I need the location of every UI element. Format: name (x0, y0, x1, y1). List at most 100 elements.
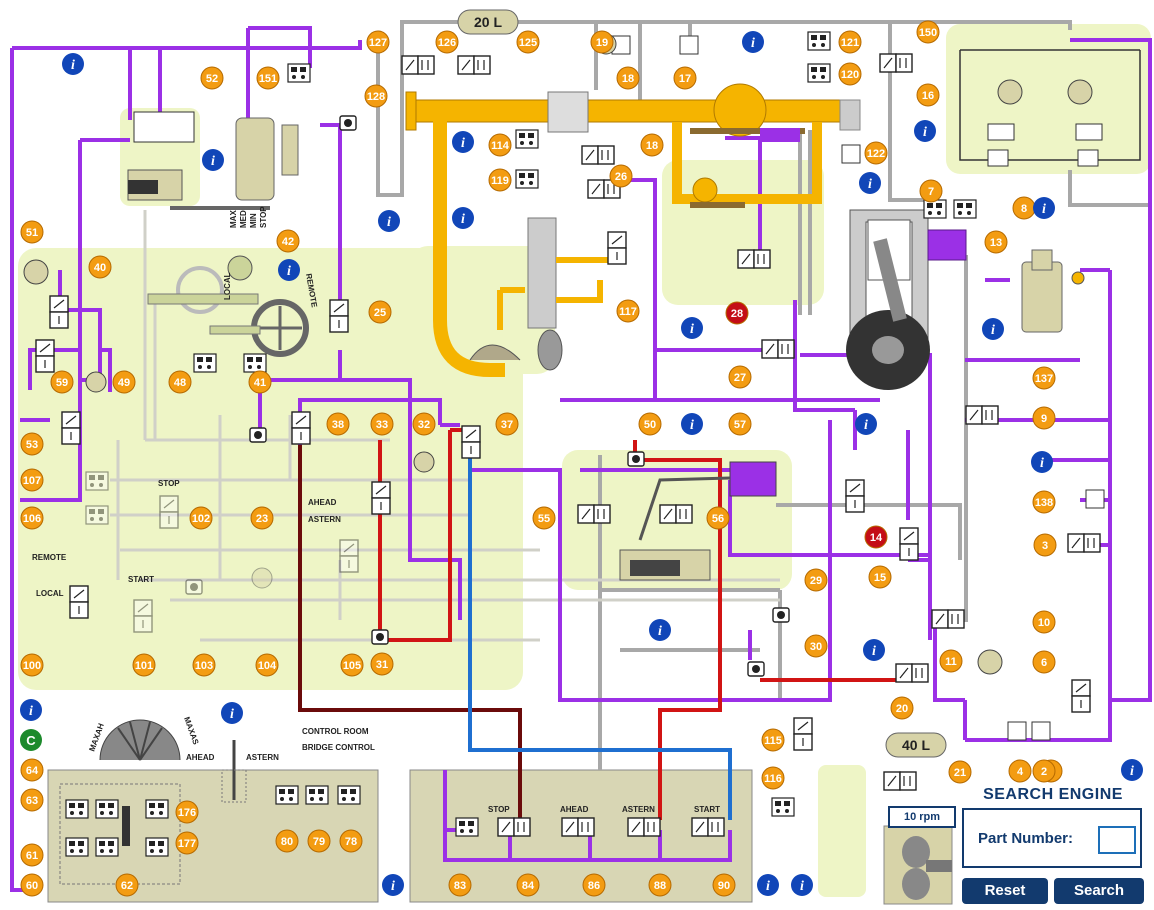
component-badge-13[interactable]: 13 (984, 230, 1008, 254)
info-icon[interactable]: i (649, 619, 671, 641)
component-badge-128[interactable]: 128 (364, 84, 388, 108)
info-icon[interactable]: i (681, 317, 703, 339)
component-badge-3[interactable]: 3 (1033, 533, 1057, 557)
component-badge-21[interactable]: 21 (948, 760, 972, 784)
info-icon[interactable]: i (757, 874, 779, 896)
component-badge-27[interactable]: 27 (728, 365, 752, 389)
component-badge-86[interactable]: 86 (582, 873, 606, 897)
component-badge-29[interactable]: 29 (804, 568, 828, 592)
component-badge-48[interactable]: 48 (168, 370, 192, 394)
component-badge-176[interactable]: 176 (175, 800, 199, 824)
component-badge-126[interactable]: 126 (435, 30, 459, 54)
component-badge-138[interactable]: 138 (1032, 490, 1056, 514)
component-badge-57[interactable]: 57 (728, 412, 752, 436)
component-badge-63[interactable]: 63 (20, 788, 44, 812)
component-badge-122[interactable]: 122 (864, 141, 888, 165)
info-icon[interactable]: i (62, 53, 84, 75)
info-icon[interactable]: i (982, 318, 1004, 340)
component-badge-150[interactable]: 150 (916, 20, 940, 44)
component-badge-18[interactable]: 18 (616, 66, 640, 90)
component-badge-100[interactable]: 100 (20, 653, 44, 677)
component-badge-42[interactable]: 42 (276, 229, 300, 253)
component-badge-52[interactable]: 52 (200, 66, 224, 90)
component-badge-80[interactable]: 80 (275, 829, 299, 853)
component-badge-15[interactable]: 15 (868, 565, 892, 589)
component-badge-60[interactable]: 60 (20, 873, 44, 897)
component-badge-120[interactable]: 120 (838, 62, 862, 86)
component-badge-8[interactable]: 8 (1012, 196, 1036, 220)
component-badge-125[interactable]: 125 (516, 30, 540, 54)
component-badge-4[interactable]: 4 (1008, 759, 1032, 783)
component-badge-31[interactable]: 31 (370, 652, 394, 676)
info-icon[interactable]: i (20, 699, 42, 721)
component-badge-20[interactable]: 20 (890, 696, 914, 720)
component-badge-38[interactable]: 38 (326, 412, 350, 436)
component-badge-151[interactable]: 151 (256, 66, 280, 90)
component-badge-79[interactable]: 79 (307, 829, 331, 853)
component-badge-137[interactable]: 137 (1032, 366, 1056, 390)
info-icon[interactable]: i (452, 207, 474, 229)
component-badge-28[interactable]: 28 (725, 301, 749, 325)
component-badge-9[interactable]: 9 (1032, 406, 1056, 430)
component-badge-78[interactable]: 78 (339, 829, 363, 853)
component-badge-117[interactable]: 117 (616, 299, 640, 323)
part-number-input[interactable] (1098, 826, 1136, 854)
component-badge-114[interactable]: 114 (488, 133, 512, 157)
info-icon[interactable]: i (681, 413, 703, 435)
component-badge-6[interactable]: 6 (1032, 650, 1056, 674)
component-badge-127[interactable]: 127 (366, 30, 390, 54)
component-badge-62[interactable]: 62 (115, 873, 139, 897)
info-icon[interactable]: i (855, 413, 877, 435)
component-badge-50[interactable]: 50 (638, 412, 662, 436)
component-badge-101[interactable]: 101 (132, 653, 156, 677)
component-badge-16[interactable]: 16 (916, 83, 940, 107)
component-badge-84[interactable]: 84 (516, 873, 540, 897)
info-icon[interactable]: i (1031, 451, 1053, 473)
component-badge-105[interactable]: 105 (340, 653, 364, 677)
component-badge-30[interactable]: 30 (804, 634, 828, 658)
component-badge-177[interactable]: 177 (175, 831, 199, 855)
component-badge-103[interactable]: 103 (192, 653, 216, 677)
component-badge-121[interactable]: 121 (838, 30, 862, 54)
component-badge-104[interactable]: 104 (255, 653, 279, 677)
component-badge-41[interactable]: 41 (248, 370, 272, 394)
info-icon[interactable]: i (914, 120, 936, 142)
component-badge-14[interactable]: 14 (864, 525, 888, 549)
component-badge-102[interactable]: 102 (189, 506, 213, 530)
search-button[interactable]: Search (1054, 878, 1144, 904)
info-icon[interactable]: i (202, 149, 224, 171)
info-icon[interactable]: i (452, 131, 474, 153)
component-badge-18[interactable]: 18 (640, 133, 664, 157)
info-icon[interactable]: i (863, 639, 885, 661)
component-badge-56[interactable]: 56 (706, 506, 730, 530)
component-badge-61[interactable]: 61 (20, 843, 44, 867)
info-icon[interactable]: i (378, 210, 400, 232)
component-badge-25[interactable]: 25 (368, 300, 392, 324)
info-icon[interactable]: i (791, 874, 813, 896)
component-badge-55[interactable]: 55 (532, 506, 556, 530)
component-badge-119[interactable]: 119 (488, 168, 512, 192)
component-badge-32[interactable]: 32 (412, 412, 436, 436)
component-badge-83[interactable]: 83 (448, 873, 472, 897)
component-badge-116[interactable]: 116 (761, 766, 785, 790)
component-badge-51[interactable]: 51 (20, 220, 44, 244)
component-badge-33[interactable]: 33 (370, 412, 394, 436)
component-badge-88[interactable]: 88 (648, 873, 672, 897)
component-badge-59[interactable]: 59 (50, 370, 74, 394)
component-badge-64[interactable]: 64 (20, 758, 44, 782)
component-badge-17[interactable]: 17 (673, 66, 697, 90)
component-badge-115[interactable]: 115 (761, 728, 785, 752)
component-badge-19[interactable]: 19 (590, 30, 614, 54)
component-badge-53[interactable]: 53 (20, 432, 44, 456)
component-badges[interactable]: 1234678910111314151617181819202123252627… (20, 20, 1063, 897)
c-badge[interactable]: C (20, 729, 42, 751)
info-icon[interactable]: i (1033, 197, 1055, 219)
info-icon[interactable]: i (278, 259, 300, 281)
component-badge-107[interactable]: 107 (20, 468, 44, 492)
component-badge-7[interactable]: 7 (919, 179, 943, 203)
component-badge-26[interactable]: 26 (609, 164, 633, 188)
component-badge-40[interactable]: 40 (88, 255, 112, 279)
info-icon[interactable]: i (382, 874, 404, 896)
component-badge-2[interactable]: 2 (1032, 759, 1056, 783)
